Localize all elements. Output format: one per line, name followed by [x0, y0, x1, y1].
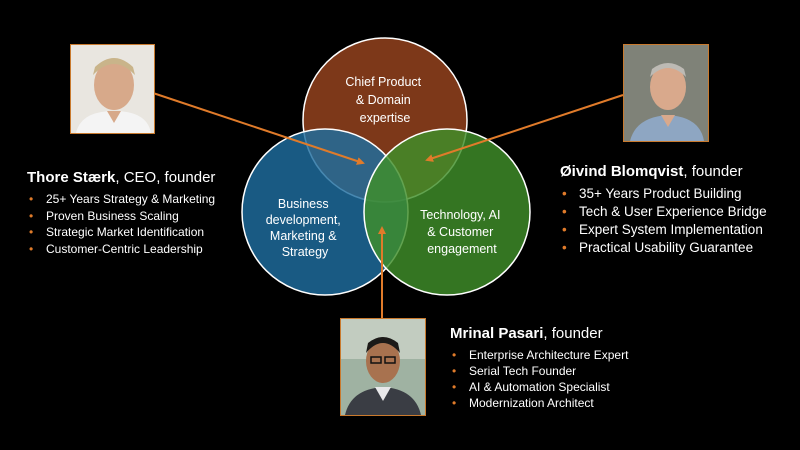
venn-label-line: development,: [266, 213, 341, 227]
list-item: Proven Business Scaling: [27, 208, 215, 225]
venn-label-line: expertise: [360, 111, 411, 125]
person-role: , CEO, founder: [115, 169, 216, 186]
venn-label-line: Marketing &: [270, 229, 337, 243]
list-item: Enterprise Architecture Expert: [450, 347, 628, 363]
person-role: , founder: [683, 163, 743, 180]
venn-label-line: Strategy: [282, 245, 329, 259]
list-item: Expert System Implementation: [560, 221, 767, 239]
list-item: Practical Usability Guarantee: [560, 239, 767, 257]
person-role: , founder: [543, 325, 603, 342]
person-name-line: Mrinal Pasari, founder: [450, 325, 628, 343]
list-item: Tech & User Experience Bridge: [560, 203, 767, 221]
photo-oivind: [623, 44, 709, 142]
venn-label-line: & Domain: [356, 93, 411, 107]
list-item: 35+ Years Product Building: [560, 185, 767, 203]
photo-thore: [70, 44, 155, 134]
list-item: Serial Tech Founder: [450, 363, 628, 379]
photo-mrinal: [340, 318, 426, 416]
list-item: 25+ Years Strategy & Marketing: [27, 191, 215, 208]
person-thore: Thore Stærk, CEO, founder 25+ Years Stra…: [27, 169, 215, 257]
connector-arrow-oivind: [425, 94, 624, 162]
person-name: Mrinal Pasari: [450, 325, 544, 342]
person-points: Enterprise Architecture Expert Serial Te…: [450, 347, 628, 411]
person-name: Øivind Blomqvist: [560, 163, 684, 180]
connector-arrow-thore: [152, 92, 365, 165]
venn-label-business: Business development, Marketing & Strate…: [266, 197, 345, 259]
venn-circle-technology: [363, 128, 531, 296]
person-points: 25+ Years Strategy & Marketing Proven Bu…: [27, 191, 215, 257]
person-name: Thore Stærk: [27, 169, 116, 186]
venn-label-chief-product: Chief Product & Domain expertise: [345, 75, 424, 125]
venn-label-line: & Customer: [427, 225, 493, 239]
list-item: AI & Automation Specialist: [450, 379, 628, 395]
venn-label-technology: Technology, AI & Customer engagement: [420, 208, 504, 256]
person-mrinal: Mrinal Pasari, founder Enterprise Archit…: [450, 325, 628, 411]
person-points: 35+ Years Product Building Tech & User E…: [560, 185, 767, 257]
person-name-line: Øivind Blomqvist, founder: [560, 163, 767, 181]
venn-label-line: engagement: [427, 242, 497, 256]
person-oivind: Øivind Blomqvist, founder 35+ Years Prod…: [560, 163, 767, 257]
venn-label-line: Chief Product: [345, 75, 421, 89]
list-item: Customer-Centric Leadership: [27, 241, 215, 258]
person-name-line: Thore Stærk, CEO, founder: [27, 169, 215, 187]
list-item: Strategic Market Identification: [27, 224, 215, 241]
list-item: Modernization Architect: [450, 395, 628, 411]
venn-label-line: Business: [278, 197, 329, 211]
venn-label-line: Technology, AI: [420, 208, 500, 222]
